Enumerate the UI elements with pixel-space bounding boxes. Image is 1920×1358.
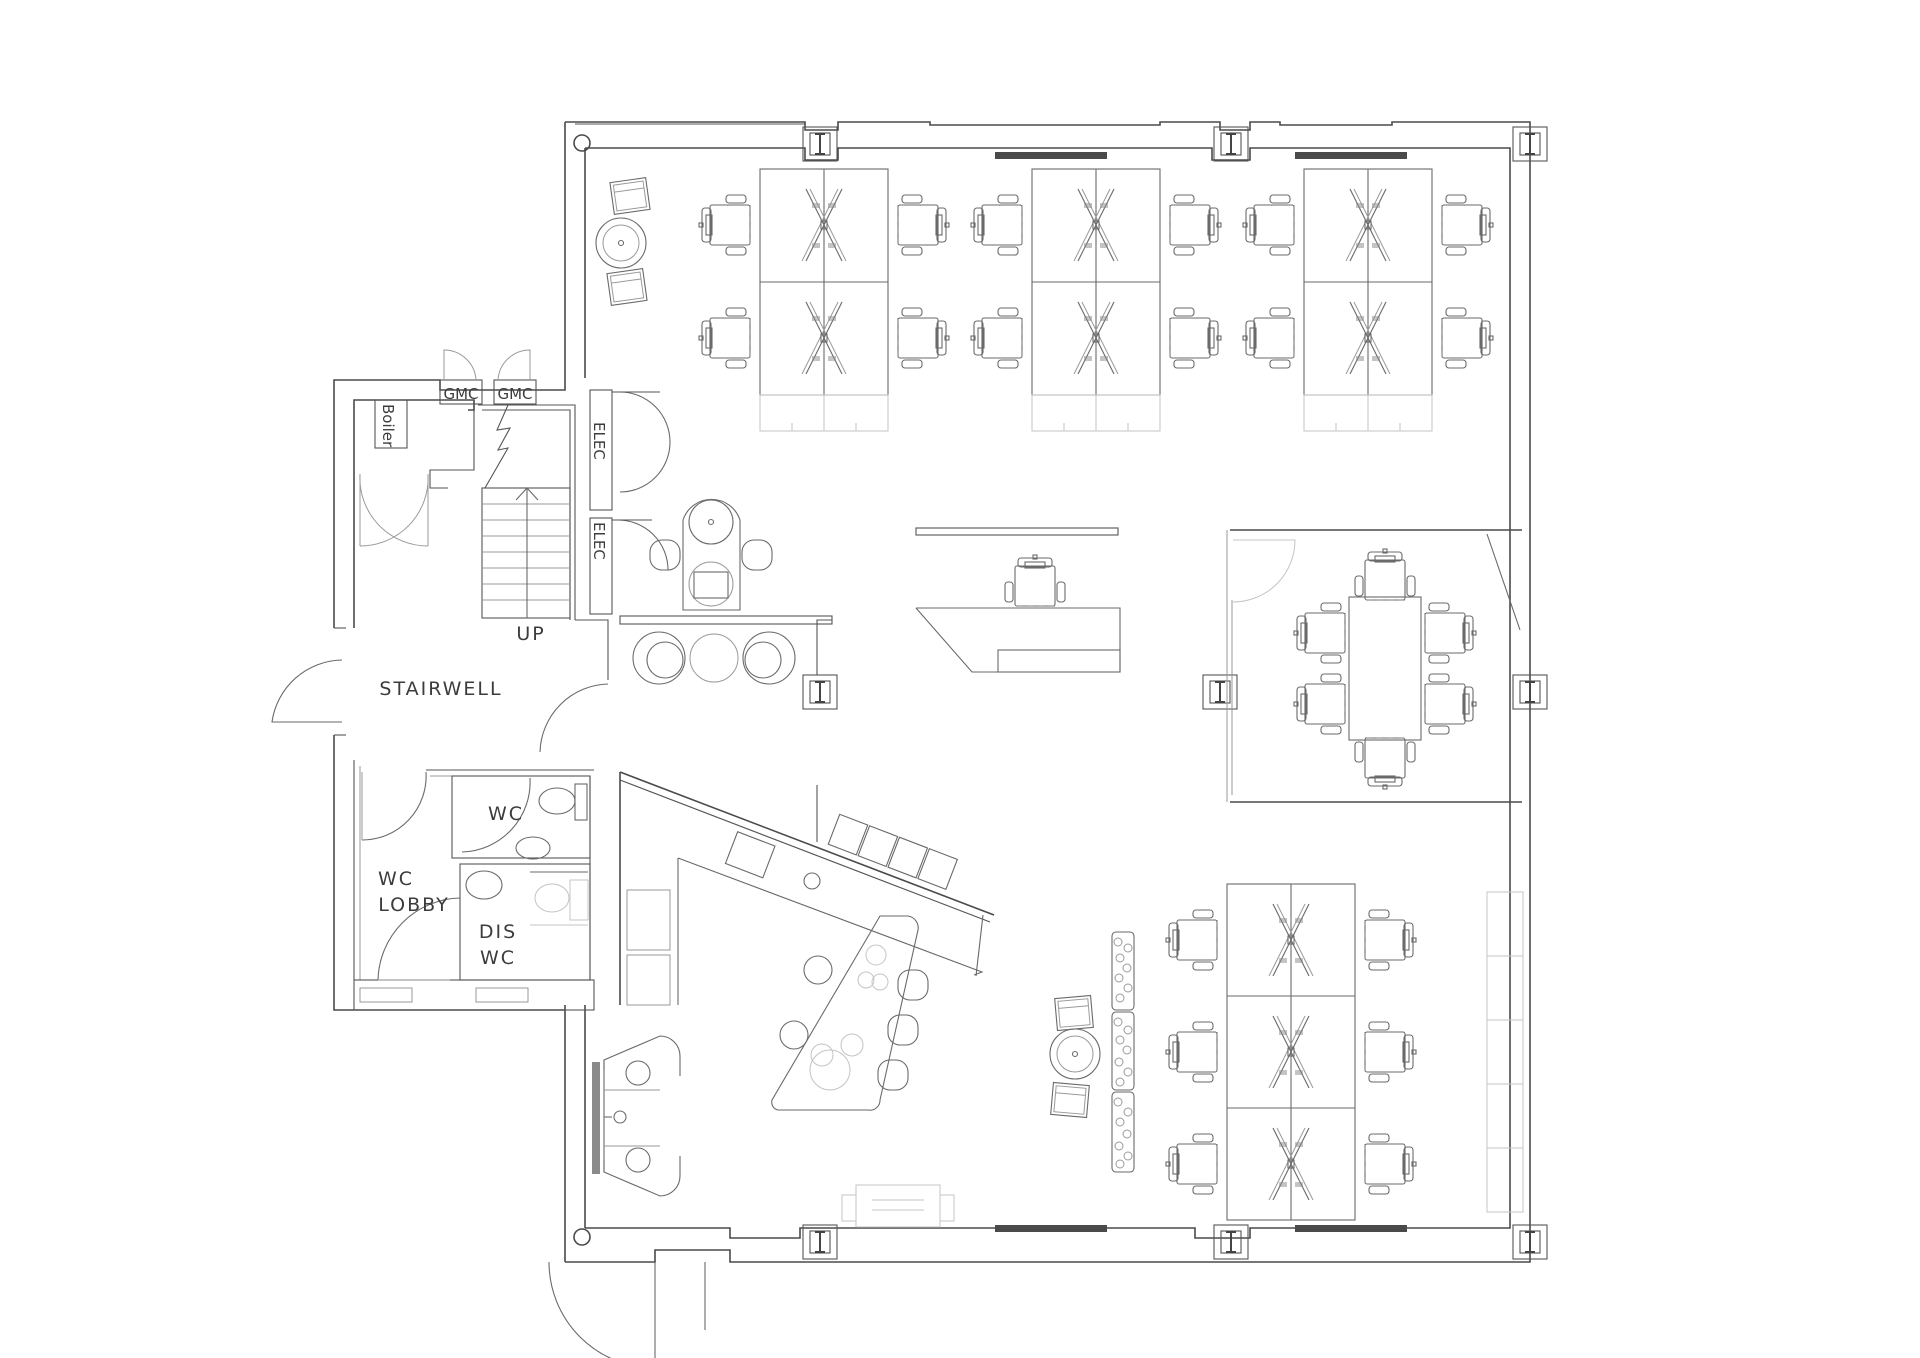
gmc-label-1: GMC	[443, 385, 478, 403]
stair-treads	[482, 487, 570, 618]
reception	[915, 527, 1121, 673]
bench-seating	[827, 813, 959, 891]
elec-label-2: ELEC	[590, 522, 608, 560]
boiler-label: Boiler	[379, 404, 397, 448]
kitchen	[619, 771, 995, 1111]
wc-lobby-label-1: WC	[378, 868, 414, 890]
planter	[1111, 931, 1135, 1173]
wc-lobby-label-2: LOBBY	[378, 894, 450, 916]
dis-wc-label-1: DIS	[479, 921, 517, 943]
stairwell-label: STAIRWELL	[379, 678, 502, 700]
dis-wc-label-2: WC	[480, 947, 516, 969]
faint-furniture-south	[841, 1184, 955, 1228]
booth-seating	[592, 1035, 681, 1197]
breakout-table-north	[619, 498, 833, 685]
east-storage	[1486, 891, 1524, 1213]
workstations-south	[1165, 883, 1417, 1221]
elec-label-1: ELEC	[590, 422, 608, 460]
wc-block: WC WC LOBBY DIS WC	[353, 760, 595, 1011]
lounge-south	[1049, 994, 1101, 1119]
up-label: UP	[516, 623, 545, 645]
core-services: GMC GMC Boiler UP	[271, 349, 671, 1011]
wc-label: WC	[488, 803, 524, 825]
building-shell	[548, 121, 1548, 1358]
gmc-label-2: GMC	[497, 385, 532, 403]
workstations-north	[699, 169, 1493, 431]
meeting-room	[1226, 529, 1522, 803]
lounge-north-west	[595, 177, 651, 306]
